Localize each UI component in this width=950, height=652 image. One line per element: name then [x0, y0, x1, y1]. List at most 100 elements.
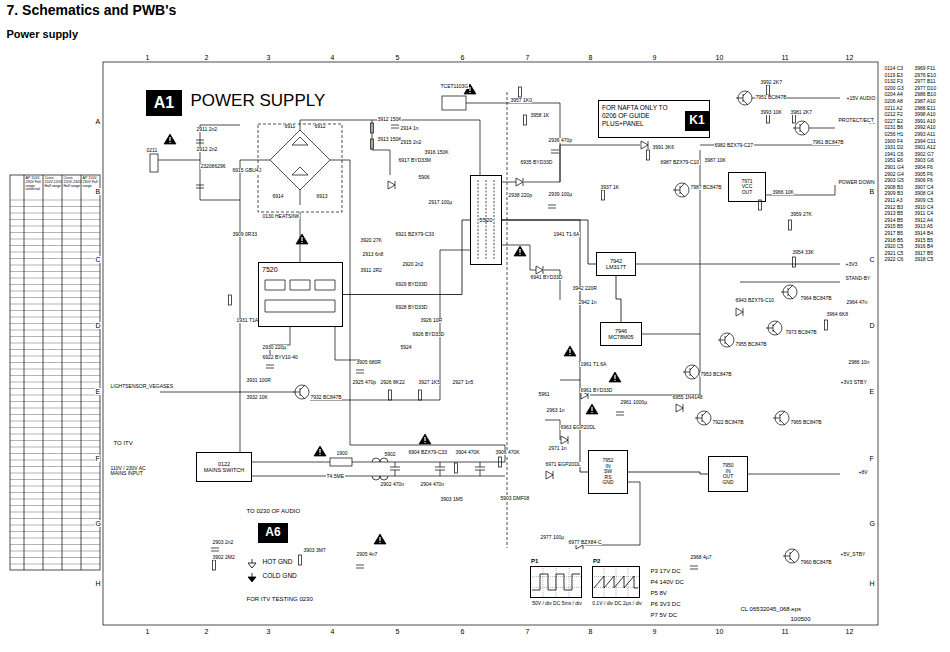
schematic-label: PROTECT/ECT	[838, 118, 874, 123]
schematic-label: 2912 B3	[884, 205, 904, 210]
schematic-label: C	[869, 256, 875, 263]
fuse-symbol	[330, 458, 352, 466]
schematic-label: 1900 F4	[884, 139, 903, 144]
schematic-line	[10, 252, 100, 253]
resistor-symbol	[455, 463, 458, 473]
schematic-label: 2986 10n	[848, 360, 870, 365]
warning-triangle	[586, 404, 598, 414]
schematic-line	[628, 566, 629, 598]
schematic-label: 7987 BC847B	[690, 185, 722, 190]
component-box: 7942LM317T	[596, 252, 636, 276]
schematic-rect	[301, 237, 302, 241]
schematic-label: 6926 BYD33D	[412, 332, 445, 337]
wire	[252, 462, 505, 476]
capacitor-symbol	[356, 370, 364, 373]
schematic-rect	[379, 537, 380, 541]
wire	[240, 160, 270, 452]
choke-symbol	[372, 458, 388, 480]
isolation-boundary	[507, 92, 508, 548]
schematic-label: 7953 BC847B	[700, 372, 732, 377]
oscilloscope-grid	[530, 566, 582, 598]
schematic-line	[43, 175, 44, 570]
schematic-label: 2917 100µ	[428, 200, 453, 205]
oscilloscope-grid	[592, 566, 640, 598]
schematic-label: 7964 BC847B	[800, 296, 832, 301]
warning-triangle	[514, 246, 526, 256]
ground-symbol	[248, 573, 256, 582]
schematic-label: 3905 680R	[356, 360, 381, 365]
schematic-label: 3910 C4	[914, 205, 934, 210]
capacitor-symbol	[551, 150, 559, 153]
schematic-line	[10, 206, 100, 207]
schematic-label: P7 5V DC	[650, 612, 678, 618]
schematic-label: 2903 2n2	[212, 540, 234, 545]
component-text: LM317T	[606, 264, 626, 270]
schematic-label: 2920 C5	[884, 244, 904, 249]
schematic-rect	[519, 254, 520, 255]
schematic-label: 2921 C5	[884, 251, 904, 256]
schematic-line	[10, 356, 100, 357]
schematic-rect	[424, 437, 425, 441]
schematic-line	[10, 278, 100, 279]
schematic-label: D	[95, 322, 101, 329]
wire	[502, 245, 560, 300]
component-box: 7950INOUTGND	[708, 456, 748, 492]
schematic-label: 2909 B3	[884, 191, 904, 196]
schematic-rect	[169, 137, 170, 141]
schematic-label: 2994 C11	[914, 139, 936, 144]
schematic-label: 6904 BZX79-C33	[408, 450, 448, 455]
resistor-symbol	[419, 390, 422, 400]
schematic-label: 6913	[316, 194, 328, 199]
schematic-line	[10, 447, 100, 448]
schematic-line	[10, 343, 100, 344]
schematic-label: G	[95, 520, 101, 527]
schematic-label: 3993 10K	[760, 110, 782, 115]
schematic-line	[10, 291, 100, 292]
schematic-label: 2936 470p	[548, 138, 573, 143]
schematic-label: 1	[145, 54, 150, 61]
schematic-label: 6928 BYD33D	[395, 305, 428, 310]
schematic-label: 5	[395, 628, 400, 635]
schematic-label: 2912 2n2	[196, 147, 218, 152]
schematic-rect	[591, 412, 592, 413]
transistor-symbol	[695, 411, 711, 425]
schematic-label: 2968 4µ7	[690, 555, 712, 560]
warning-triangle	[419, 434, 431, 444]
sheet-tag: A1	[146, 90, 182, 116]
schematic-line	[10, 525, 100, 526]
component-text: 0122	[218, 461, 230, 467]
schematic-label: 2987 A10	[914, 99, 936, 104]
diode-symbol	[516, 178, 523, 186]
schematic-rect	[379, 542, 380, 543]
schematic-line	[10, 297, 100, 298]
wire	[585, 264, 840, 545]
schematic-label: 2927 1n5	[452, 380, 474, 385]
schematic-label: 11	[781, 54, 789, 61]
schematic-label: 2903 G5	[884, 178, 904, 183]
diode-symbol	[546, 471, 553, 479]
wire	[372, 120, 390, 175]
sheet-tag: K1	[685, 111, 709, 131]
schematic-label: 3981 2K7	[790, 110, 812, 115]
component-box: 7952INSWRSGND	[588, 450, 628, 494]
schematic-label: 1961 T1.6A	[580, 362, 607, 367]
schematic-label: 12	[845, 54, 854, 61]
schematic-label: 10	[715, 54, 724, 61]
capacitor-symbol	[690, 566, 698, 569]
schematic-path	[783, 549, 795, 563]
schematic-line	[10, 408, 100, 409]
component-text: 50V / div DC 5ms / div	[525, 601, 589, 607]
resistor-symbol	[602, 190, 605, 200]
diode-symbol	[388, 181, 395, 189]
symbols	[10, 84, 828, 598]
wire	[545, 98, 840, 440]
resistor-symbol	[229, 295, 232, 305]
capacitor-symbol	[211, 548, 219, 551]
transistor-symbol	[673, 183, 689, 197]
wire-connector	[502, 220, 596, 264]
schematic-label: 2914 B5	[884, 218, 904, 223]
schematic-label: 3902 2M2	[212, 555, 235, 560]
diode-symbol	[736, 308, 743, 316]
schematic-line	[10, 369, 100, 370]
schematic-label: 3	[266, 628, 271, 635]
